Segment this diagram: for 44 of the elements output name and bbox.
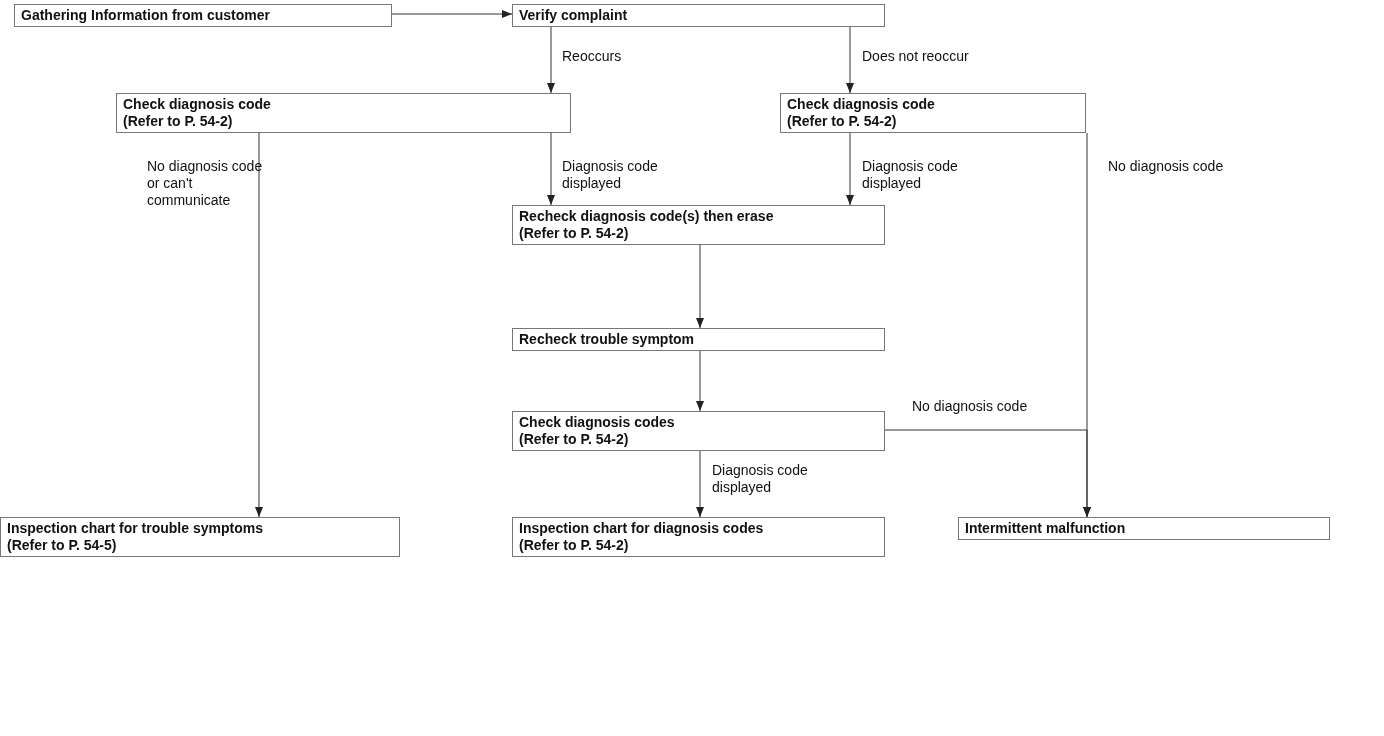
process-box — [780, 93, 1086, 133]
process-box — [512, 411, 885, 451]
arrow — [255, 132, 263, 518]
box-heading: Gathering Information from customer — [21, 7, 271, 24]
arrow — [391, 10, 513, 18]
edge-label: Diagnosis code displayed — [562, 158, 659, 192]
edge-label: No diagnosis code or can't communicate — [147, 158, 264, 209]
arrow — [547, 26, 555, 94]
box-heading: Intermittent malfunction — [965, 520, 1127, 537]
box-heading: Recheck diagnosis code(s) then erase — [519, 208, 775, 225]
box-heading: Check diagnosis code — [787, 96, 936, 113]
arrow — [696, 450, 704, 518]
edge-label: Diagnosis code displayed — [712, 462, 809, 496]
box-note: (Refer to P. 54-2) — [519, 225, 630, 242]
process-box — [116, 93, 571, 133]
arrow — [547, 132, 555, 206]
box-heading: Check diagnosis codes — [519, 414, 676, 431]
box-note: (Refer to P. 54-2) — [519, 537, 630, 554]
edge-label: No diagnosis code — [912, 398, 1028, 415]
process-box — [512, 4, 885, 27]
box-heading: Recheck trouble symptom — [519, 331, 696, 348]
box-heading: Inspection chart for diagnosis codes — [519, 520, 765, 537]
box-heading: Check diagnosis code — [123, 96, 272, 113]
process-box — [512, 328, 885, 351]
edge-label: Diagnosis code displayed — [862, 158, 959, 192]
arrow — [846, 26, 854, 94]
arrow — [696, 350, 704, 412]
edge-label: No diagnosis code — [1108, 158, 1224, 175]
edge-label: Reoccurs — [562, 48, 622, 65]
box-note: (Refer to P. 54-2) — [123, 113, 234, 130]
box-heading: Verify complaint — [519, 7, 629, 24]
arrow — [846, 132, 854, 206]
box-note: (Refer to P. 54-2) — [787, 113, 898, 130]
box-heading: Inspection chart for trouble symptoms — [7, 520, 264, 537]
box-note: (Refer to P. 54-5) — [7, 537, 118, 554]
process-box — [14, 4, 392, 27]
edge-label: Does not reoccur — [862, 48, 969, 65]
arrow — [696, 244, 704, 329]
process-box — [512, 205, 885, 245]
process-box — [512, 517, 885, 557]
arrow — [884, 429, 1091, 518]
process-box — [958, 517, 1330, 540]
box-note: (Refer to P. 54-2) — [519, 431, 630, 448]
process-box — [0, 517, 400, 557]
